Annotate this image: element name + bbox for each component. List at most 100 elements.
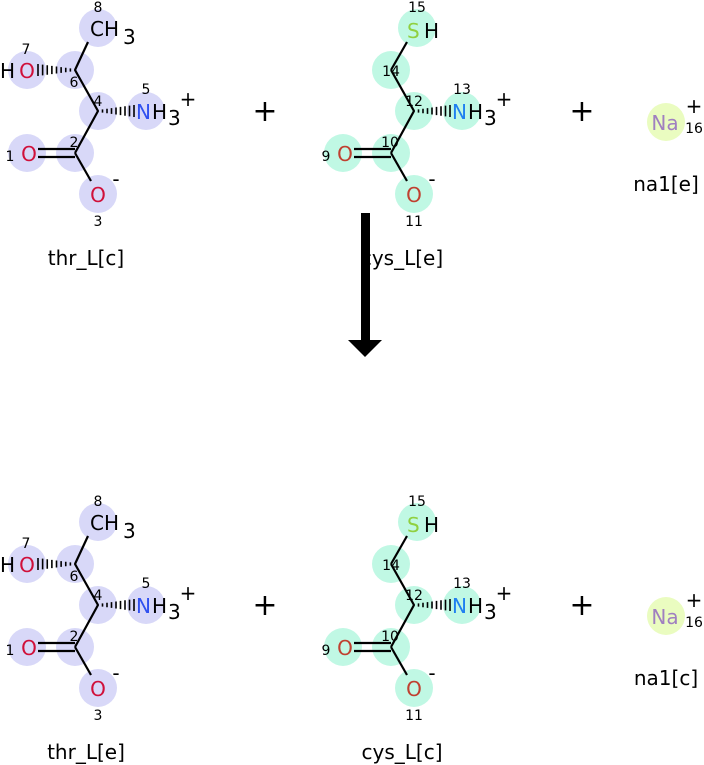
arrow-down-icon: [348, 340, 382, 357]
carbonyl-o-label: O: [21, 142, 37, 166]
bond: [390, 152, 408, 182]
atom-highlight: [8, 628, 46, 666]
atom-highlight: [398, 503, 436, 541]
hydroxyl-o-label: O: [19, 553, 35, 577]
atom-number: 1: [6, 643, 15, 659]
atom-number: 6: [70, 75, 79, 91]
charge-minus: -: [428, 661, 435, 685]
plus-sign: +: [569, 94, 594, 129]
charge-minus: -: [112, 167, 119, 191]
sulfur-label: S: [407, 513, 420, 537]
atom-highlight: [647, 597, 685, 635]
amine-h-label: H: [152, 100, 167, 124]
bond: [390, 69, 415, 112]
atom-number: 8: [94, 0, 103, 16]
atom-number: 6: [70, 569, 79, 585]
atom-highlight: [127, 92, 165, 130]
atom-highlight: [443, 92, 481, 130]
atom-highlight: [79, 669, 117, 707]
charge-plus: +: [496, 87, 513, 111]
amine-n-label: N: [452, 594, 467, 618]
atom-highlight: [8, 545, 46, 583]
charge-minus: -: [112, 661, 119, 685]
charge-plus: +: [686, 588, 703, 612]
sulfur-label: S: [407, 19, 420, 43]
bond: [390, 604, 415, 648]
amine-h-label: H: [468, 594, 483, 618]
amine-subscript: 3: [484, 106, 497, 130]
bond: [74, 41, 89, 71]
atom-highlight: [398, 9, 436, 47]
bond: [74, 535, 89, 565]
atom-number: 11: [405, 214, 423, 230]
hydroxyl-h-label: H: [0, 59, 15, 83]
sulfur-h-label: H: [424, 19, 439, 43]
atom-number: 8: [94, 494, 103, 510]
plus-sign: +: [252, 588, 277, 623]
hydroxyl-o-label: O: [19, 59, 35, 83]
charge-plus: +: [180, 87, 197, 111]
bond: [390, 646, 408, 676]
carboxylate-o-label: O: [90, 677, 106, 701]
atom-number: 3: [94, 214, 103, 230]
atom-number: 12: [405, 94, 423, 110]
atom-highlight: [79, 503, 117, 541]
metabolite-name: na1[e]: [633, 172, 699, 196]
bond: [390, 535, 408, 565]
carboxylate-o-label: O: [90, 183, 106, 207]
metabolite-name: cys_L[e]: [361, 246, 443, 270]
atom-number: 12: [405, 588, 423, 604]
amine-subscript: 3: [168, 106, 181, 130]
amine-h-label: H: [152, 594, 167, 618]
atom-number: 16: [685, 121, 703, 137]
atom-highlight: [324, 628, 362, 666]
bond: [74, 110, 99, 154]
methyl-subscript: 3: [123, 519, 136, 543]
sodium-label: Na: [651, 605, 678, 629]
atom-number: 7: [22, 536, 31, 552]
atom-number: 13: [453, 576, 471, 592]
bond: [390, 41, 408, 71]
atom-number: 4: [94, 94, 103, 110]
atom-number: 5: [142, 576, 151, 592]
charge-plus: +: [686, 94, 703, 118]
amine-n-label: N: [136, 100, 151, 124]
atom-highlight: [395, 669, 433, 707]
atom-highlight: [443, 586, 481, 624]
methyl-label: CH: [90, 17, 119, 41]
carbonyl-o-label: O: [21, 636, 37, 660]
atom-number: 7: [22, 42, 31, 58]
atom-number: 2: [70, 629, 79, 645]
methyl-subscript: 3: [123, 25, 136, 49]
atom-number: 13: [453, 82, 471, 98]
atom-number: 9: [322, 149, 331, 165]
atom-highlight: [8, 51, 46, 89]
amine-n-label: N: [136, 594, 151, 618]
atom-number: 15: [408, 494, 426, 510]
bond: [74, 604, 99, 648]
atom-number: 2: [70, 135, 79, 151]
amine-subscript: 3: [484, 600, 497, 624]
atom-number: 3: [94, 708, 103, 724]
charge-plus: +: [180, 581, 197, 605]
bond: [390, 563, 415, 606]
carbonyl-o-label: O: [337, 636, 353, 660]
atom-highlight: [324, 134, 362, 172]
bond: [74, 69, 99, 112]
amine-subscript: 3: [168, 600, 181, 624]
charge-minus: -: [428, 167, 435, 191]
atom-number: 1: [6, 149, 15, 165]
carboxylate-o-label: O: [406, 677, 422, 701]
atom-highlight: [8, 134, 46, 172]
atom-number: 10: [381, 135, 399, 151]
metabolite-name: na1[c]: [634, 666, 698, 690]
reaction-arrow-shaft: [361, 213, 370, 340]
amine-n-label: N: [452, 100, 467, 124]
plus-sign: +: [252, 94, 277, 129]
amine-h-label: H: [468, 100, 483, 124]
atom-number: 5: [142, 82, 151, 98]
atom-highlight: [127, 586, 165, 624]
